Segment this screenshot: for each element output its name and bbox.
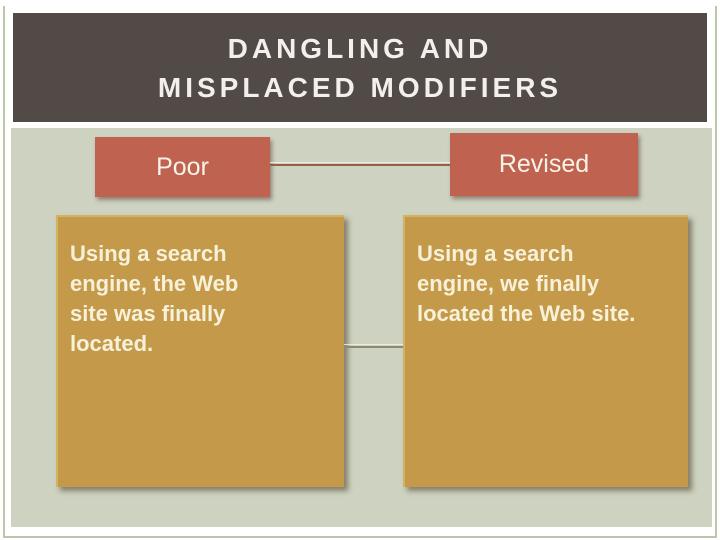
- connector-line-cards: [344, 344, 403, 348]
- poor-text-line-1: Using a search: [70, 241, 227, 266]
- frame-line-left: [3, 6, 5, 538]
- revised-example-card: Using a search engine, we finally locate…: [403, 215, 688, 487]
- frame-line-right: [715, 6, 717, 538]
- slide-title-line-1: DANGLING AND: [227, 32, 493, 64]
- revised-text-line-1: Using a search: [417, 241, 574, 266]
- poor-text-line-2: engine, the Web: [70, 271, 239, 296]
- content-panel: Poor Revised Using a search engine, the …: [11, 128, 712, 527]
- poor-label: Poor: [156, 152, 209, 181]
- frame-line-bottom: [3, 536, 717, 538]
- poor-text-line-3: site was finally: [70, 301, 226, 326]
- poor-example-card: Using a search engine, the Web site was …: [56, 215, 344, 487]
- revised-text-line-3: located the Web site.: [417, 301, 636, 326]
- connector-line-labels: [270, 162, 450, 166]
- poor-text-line-4: located.: [70, 331, 154, 356]
- poor-label-box: Poor: [95, 137, 270, 197]
- slide-title-bar: DANGLING AND MISPLACED MODIFIERS: [13, 13, 707, 122]
- revised-label: Revised: [498, 150, 590, 178]
- slide-title-line-2: MISPLACED MODIFIERS: [157, 71, 563, 103]
- revised-text-line-2: engine, we finally: [417, 271, 600, 296]
- revised-label-box: Revised: [450, 133, 638, 196]
